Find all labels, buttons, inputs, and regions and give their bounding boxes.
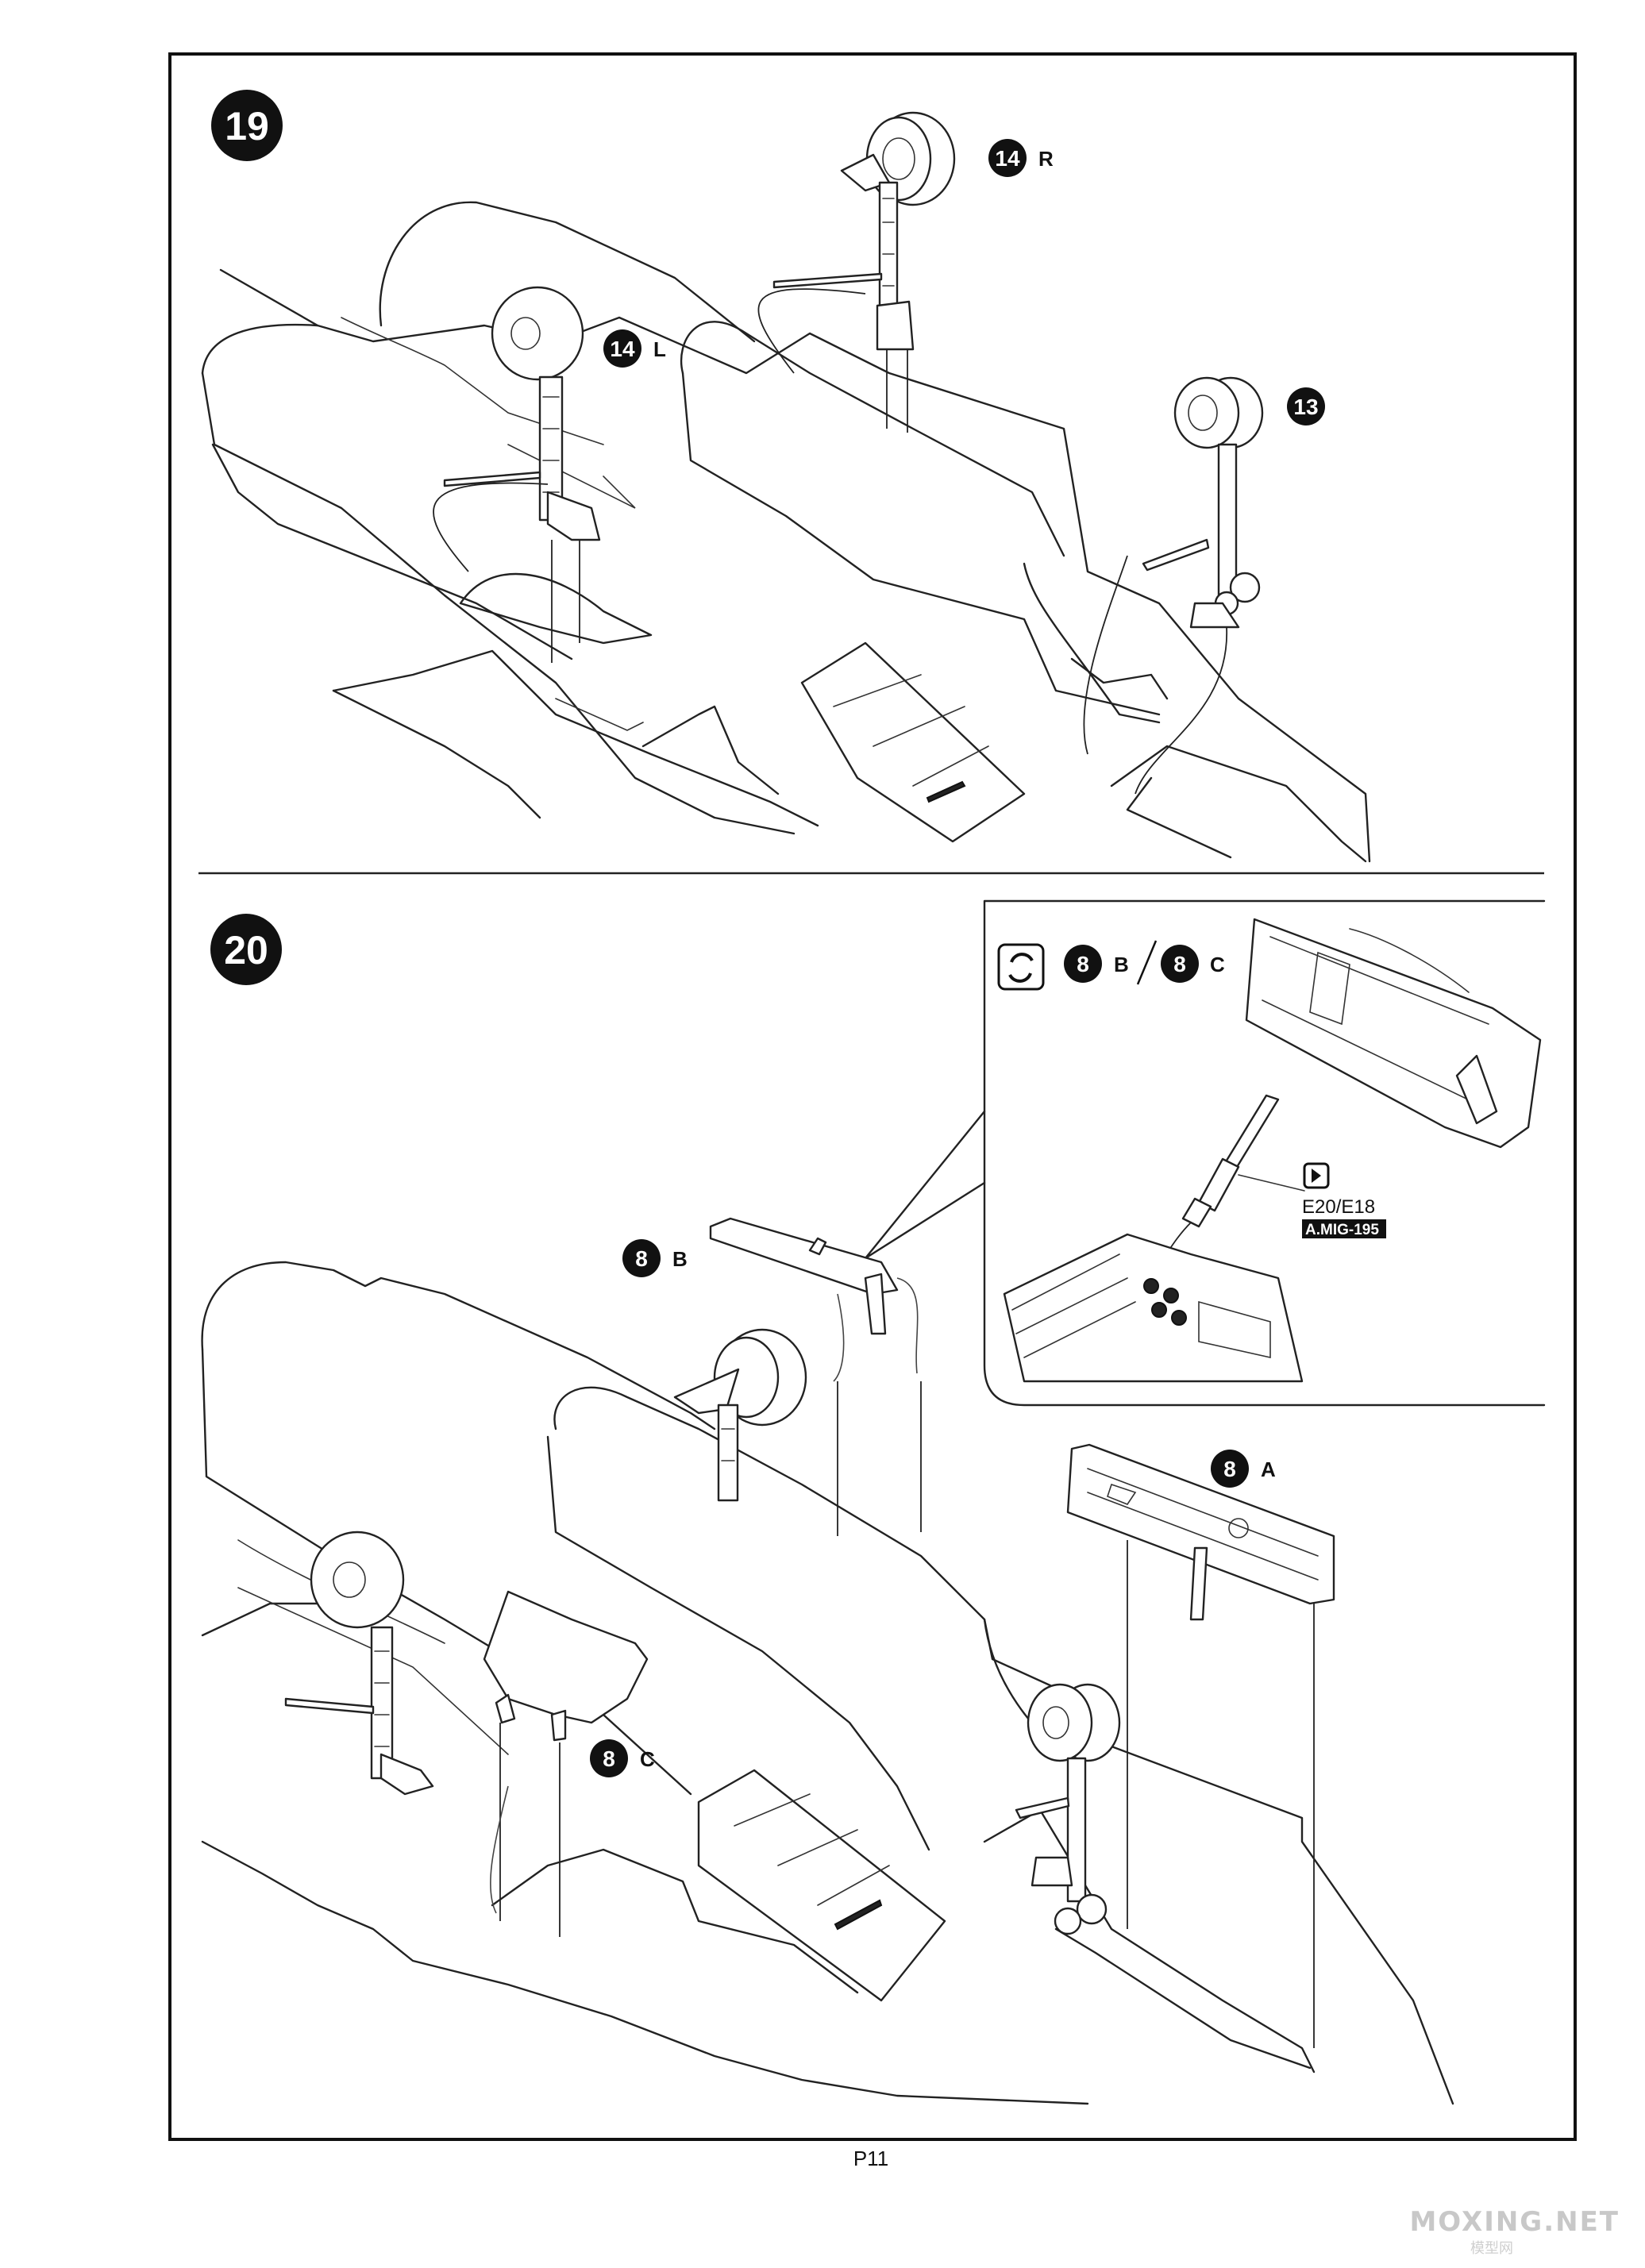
paint-info: E20/E18 A.MIG-195: [1238, 1162, 1386, 1238]
inset-actuator: [1221, 1094, 1280, 1173]
callout-14L-marker: [603, 329, 641, 368]
inset-callout-8B-marker: [1064, 945, 1102, 983]
page-number: P11: [853, 2147, 888, 2170]
inset-callout-8B-letter: B: [1114, 953, 1129, 976]
landing-gear-right-20: [673, 1328, 807, 1502]
part-8B-door: [709, 1217, 922, 1536]
rotate-view-arrows: [1008, 953, 1034, 983]
inset-callout-8C-marker: [1161, 945, 1199, 983]
part-8A-door: [1066, 1443, 1335, 2048]
rotate-view-icon: [997, 943, 1045, 991]
callout-8B: 8 B: [622, 1239, 688, 1277]
callout-8A: 8 A: [1211, 1450, 1276, 1488]
step-20-number: 20: [224, 928, 268, 972]
page-frame: [168, 52, 1577, 2141]
part-8C-door: [483, 1590, 649, 1937]
landing-gear-14R: [772, 111, 956, 351]
paint-product-box: [1302, 1219, 1386, 1238]
callout-14R-marker: [988, 139, 1027, 177]
callout-8A-letter: A: [1261, 1457, 1276, 1481]
fuselage-underside-19: [201, 201, 1371, 863]
callout-8C-letter: C: [640, 1747, 655, 1771]
step-19: 19: [201, 90, 1371, 863]
callout-13: 13: [1287, 387, 1325, 425]
callout-13-number: 13: [1293, 395, 1318, 419]
watermark: MOXING.NET 模型网: [1409, 2206, 1620, 2257]
callout-14R-letter: R: [1038, 147, 1054, 171]
paint-product-label: A.MIG-195: [1305, 1222, 1379, 1238]
paint-code: E20/E18: [1302, 1196, 1375, 1218]
step-19-marker: [211, 90, 283, 161]
inset-callout-separator: [1136, 940, 1158, 985]
landing-gear-14L: [443, 286, 601, 541]
callout-8C-marker: [590, 1739, 628, 1777]
inset-callout-8B-number: 8: [1077, 952, 1089, 976]
step-19-number: 19: [225, 104, 269, 148]
step-19-arrows: [433, 288, 1227, 795]
callout-8B-letter: B: [672, 1247, 688, 1271]
callout-14L-letter: L: [653, 337, 666, 361]
inset-callout-8C-letter: C: [1210, 953, 1225, 976]
callout-8B-number: 8: [635, 1246, 648, 1271]
callout-8B-marker: [622, 1239, 661, 1277]
callout-13-marker: [1287, 387, 1325, 425]
step-20-marker: [210, 914, 282, 985]
callout-8A-number: 8: [1223, 1457, 1236, 1481]
callout-8A-marker: [1211, 1450, 1249, 1488]
watermark-main: MOXING.NET: [1409, 2206, 1620, 2238]
inset-callout-8C-number: 8: [1173, 952, 1186, 976]
callout-14L: 14 L: [603, 329, 666, 368]
detail-inset: 8 B 8 C E20/E18 A.MIG-19: [864, 899, 1546, 1407]
callout-8C-number: 8: [603, 1746, 615, 1771]
nose-gear-20: [1015, 1683, 1121, 1935]
callout-8C: 8 C: [590, 1739, 655, 1777]
callout-14R: 14 R: [988, 139, 1054, 177]
nose-gear-13: [1142, 376, 1264, 629]
landing-gear-left-20: [284, 1531, 434, 1796]
callout-14L-number: 14: [610, 337, 635, 361]
watermark-sub: 模型网: [1470, 2240, 1513, 2257]
callout-14R-number: 14: [995, 146, 1020, 171]
step-20: 20 8 B 8 C: [201, 899, 1546, 2105]
inset-door-panel: [1245, 918, 1542, 1149]
